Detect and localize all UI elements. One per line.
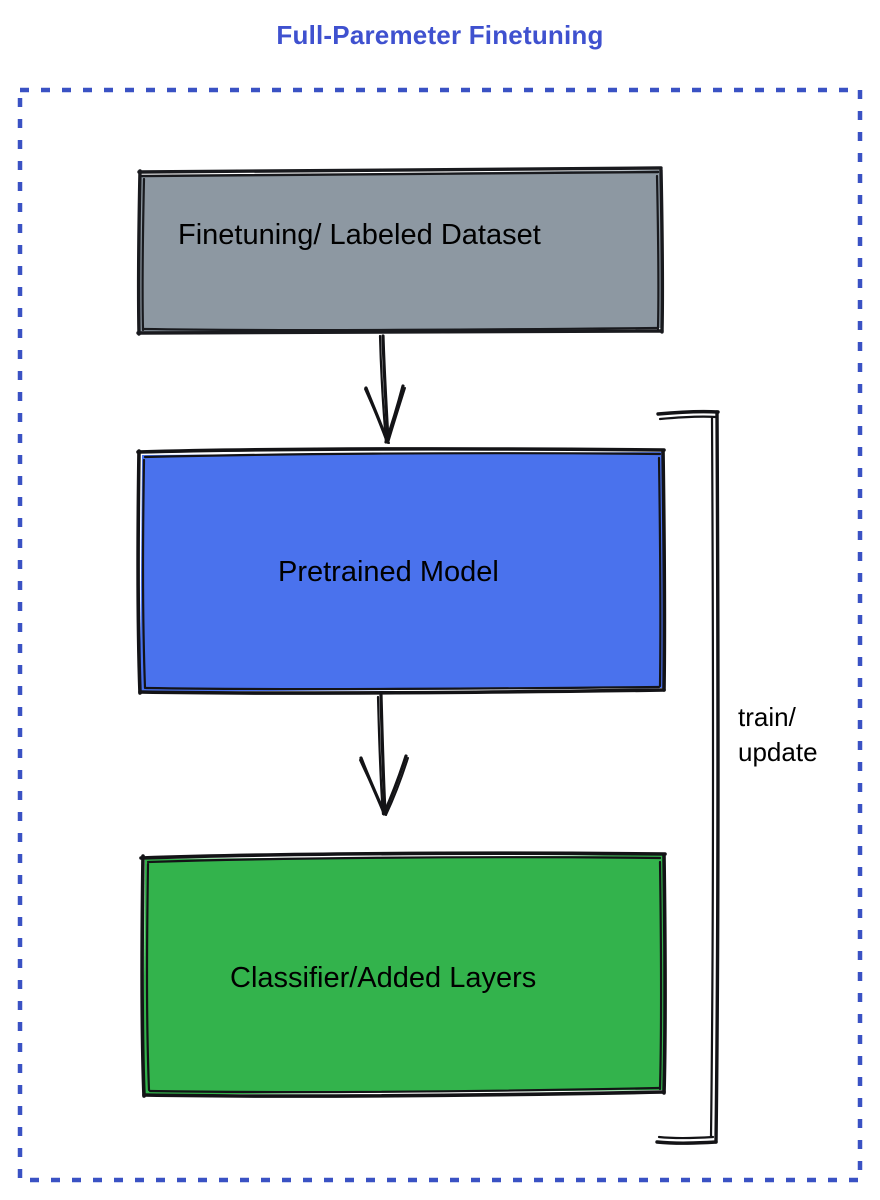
page-title: Full-Paremeter Finetuning	[276, 20, 604, 50]
edge-feedback-loop[interactable]	[654, 408, 724, 1148]
node-classifier[interactable]	[140, 855, 664, 1095]
edge-pretrained-to-classifier[interactable]	[356, 694, 412, 818]
node-label-pretrained: Pretrained Model	[278, 556, 499, 588]
node-label-dataset: Finetuning/ Labeled Dataset	[178, 219, 541, 251]
node-dataset[interactable]	[138, 170, 662, 333]
edge-label-train-update: train/ update	[738, 702, 818, 768]
node-label-classifier: Classifier/Added Layers	[230, 962, 537, 994]
node-pretrained[interactable]	[138, 450, 664, 692]
edge-dataset-to-pretrained[interactable]	[360, 334, 412, 446]
